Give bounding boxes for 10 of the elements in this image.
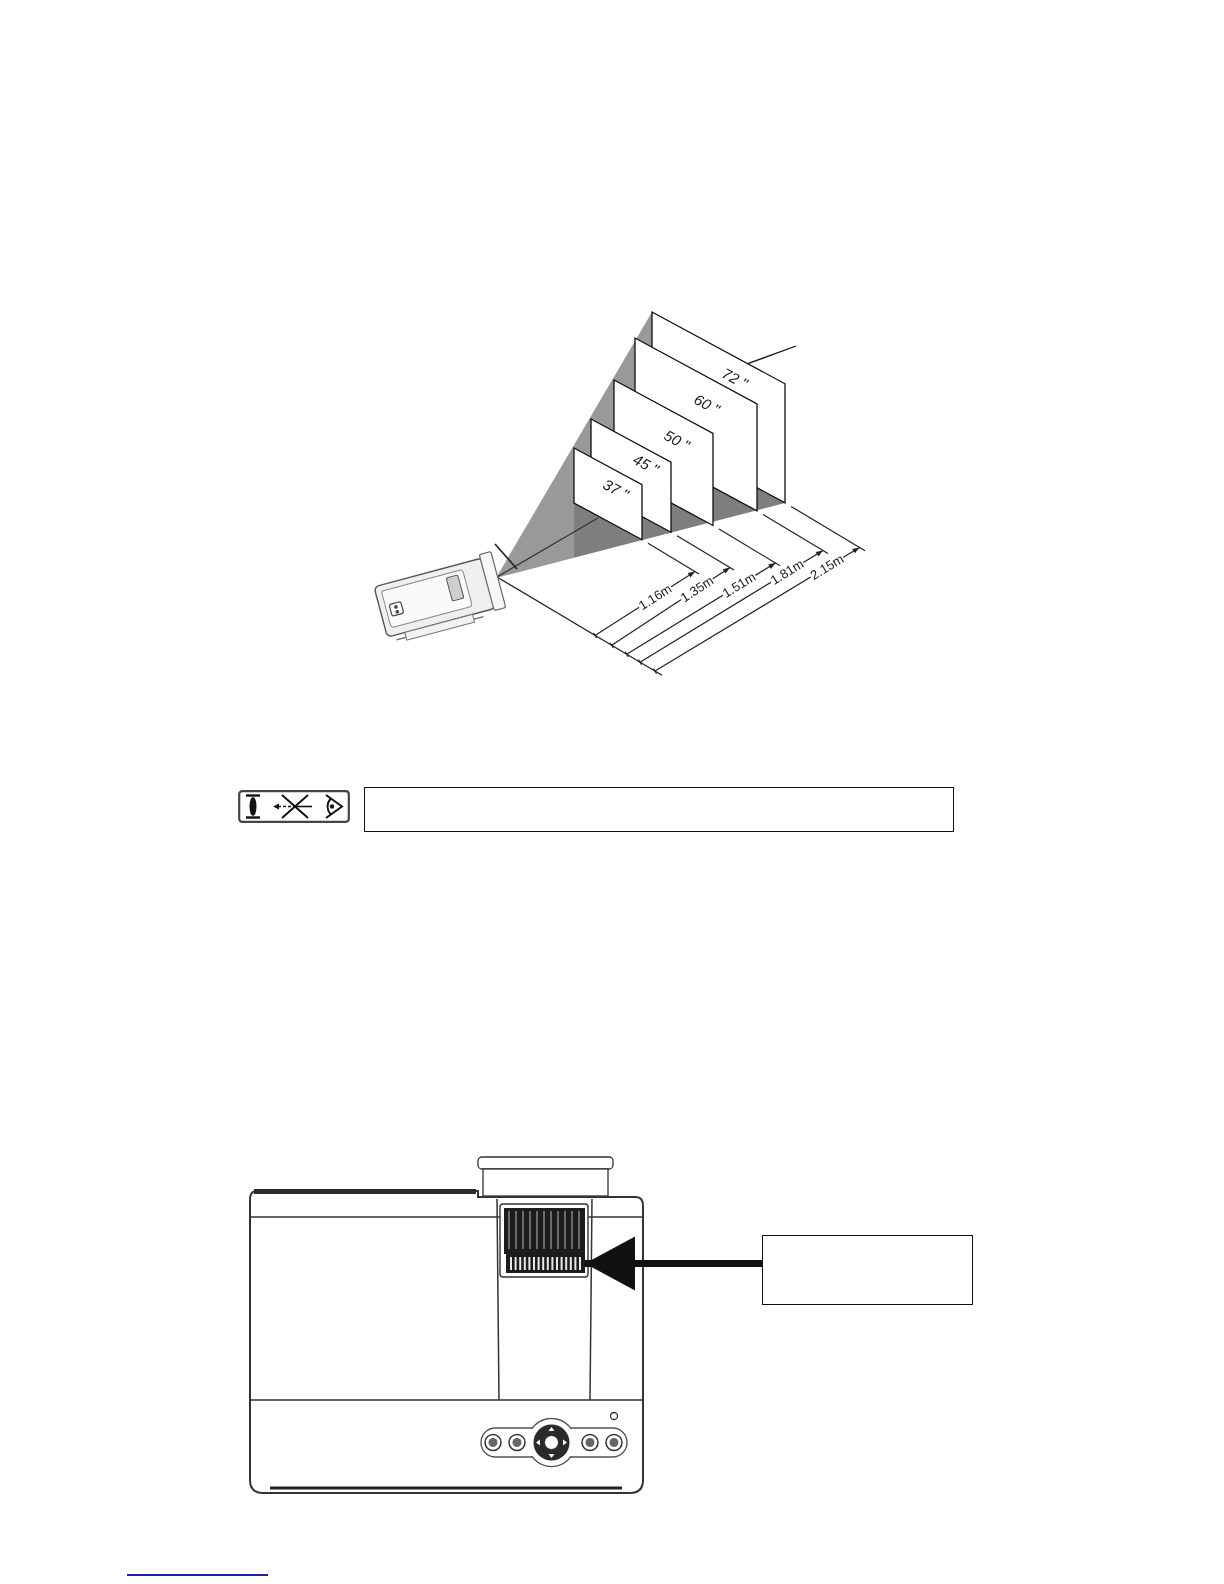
callout-frame (762, 1235, 973, 1305)
screen-size-label: 50 " (661, 427, 693, 453)
screen-size-label: 60 " (691, 391, 723, 417)
screen-size-label: 72 " (719, 365, 751, 391)
empty-frame (364, 787, 954, 832)
leader-line (747, 345, 797, 365)
screen-size-label: 37 " (600, 476, 632, 502)
focus-ring (506, 1254, 585, 1273)
screen-size-label: 45 " (630, 451, 662, 477)
arrow (585, 1236, 762, 1291)
